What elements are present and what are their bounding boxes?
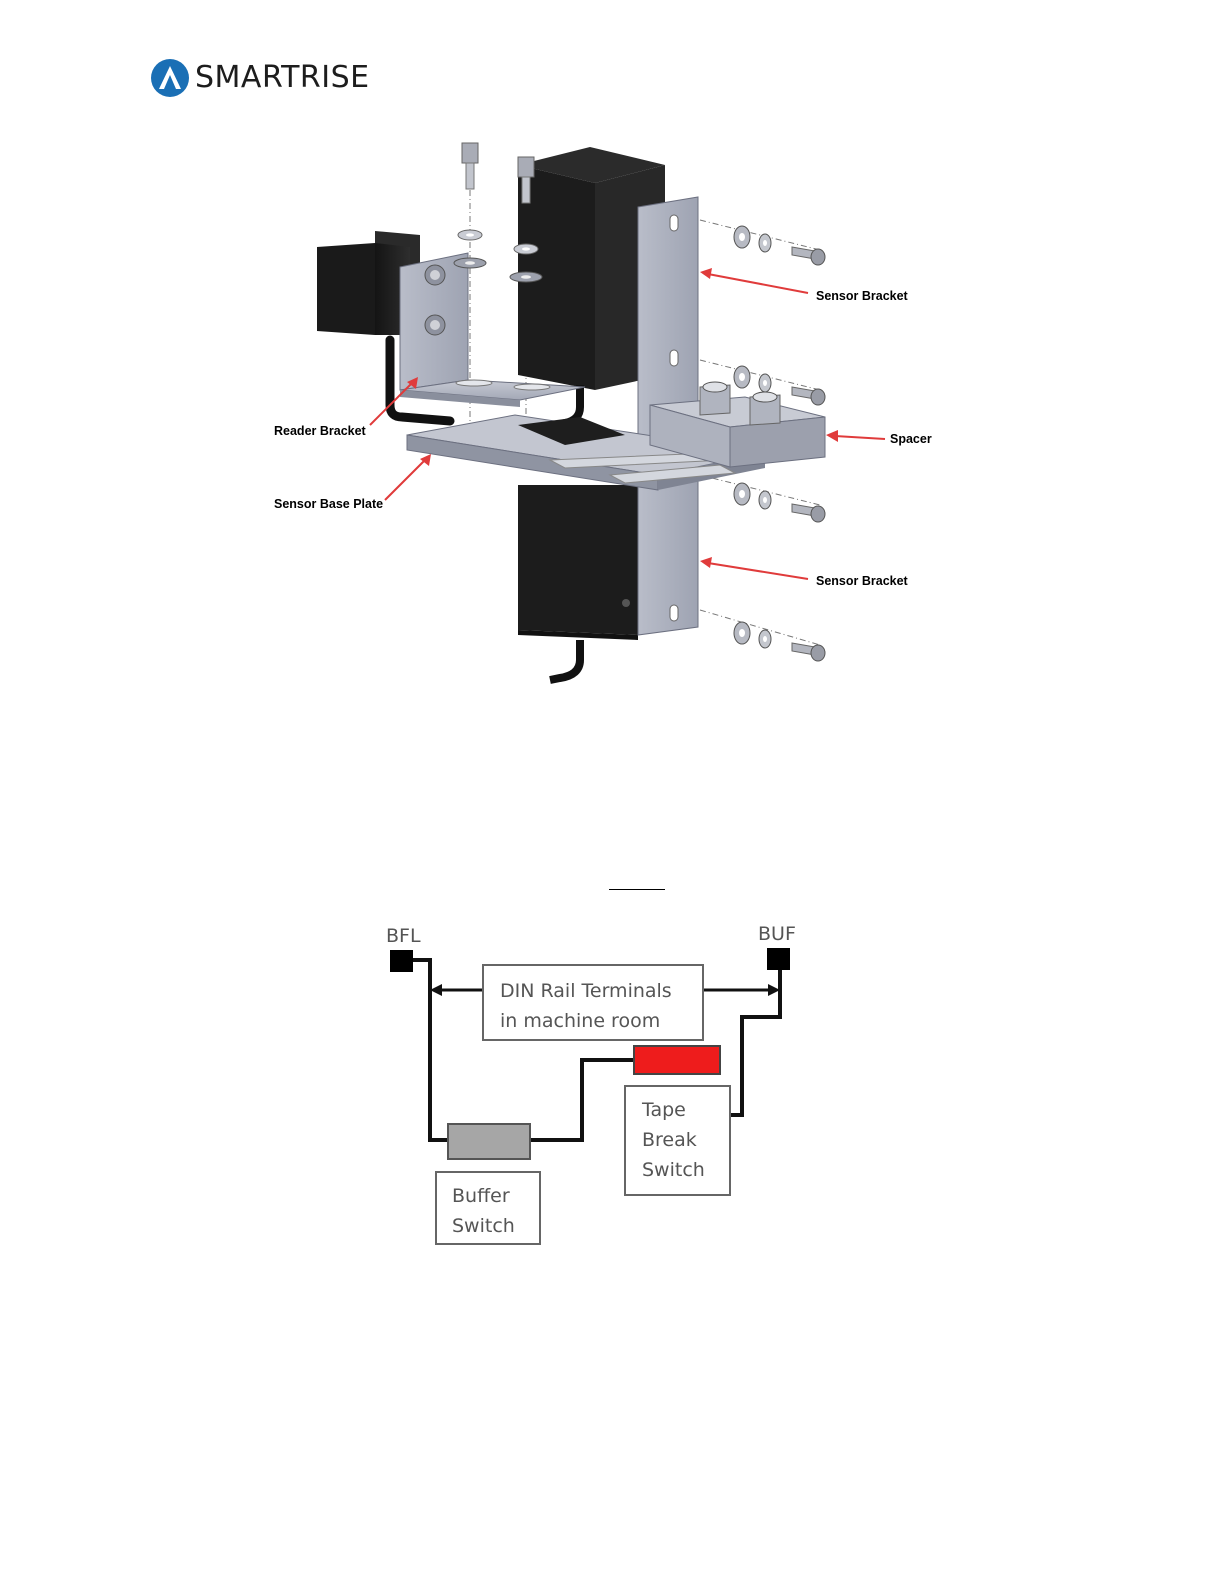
bfl-terminal	[390, 950, 413, 972]
tape-label-line1: Tape	[641, 1099, 686, 1121]
din-label-line1: DIN Rail Terminals	[500, 980, 672, 1002]
callout-sensor-bracket-bottom: Sensor Bracket	[816, 574, 908, 588]
underline-mark	[609, 889, 665, 890]
smartrise-a-icon	[150, 56, 190, 100]
callout-spacer: Spacer	[890, 432, 932, 446]
brand-name: SMARTRISE	[195, 60, 370, 95]
callout-sensor-bracket-top: Sensor Bracket	[816, 289, 908, 303]
callout-reader-bracket: Reader Bracket	[274, 424, 366, 438]
bfl-label: BFL	[386, 925, 421, 947]
callout-sensor-base-plate: Sensor Base Plate	[274, 497, 383, 511]
lower-sensor	[518, 485, 638, 680]
sensor-assembly-figure: Sensor Bracket Spacer Reader Bracket Sen…	[260, 135, 960, 695]
tape-label-line3: Switch	[642, 1159, 705, 1181]
din-label-line2: in machine room	[500, 1010, 660, 1032]
tape-label-line2: Break	[642, 1129, 697, 1151]
buf-terminal	[767, 948, 790, 970]
buffer-wiring-diagram: BFL BUF DIN Rail Terminals in machine ro…	[370, 915, 820, 1260]
buffer-label-line2: Switch	[452, 1215, 515, 1237]
buffer-label-line1: Buffer	[452, 1185, 510, 1207]
sensor-assembly-drawing	[260, 135, 960, 695]
wiring-diagram-svg: BFL BUF DIN Rail Terminals in machine ro…	[370, 915, 820, 1260]
smartrise-logo: SMARTRISE	[150, 56, 360, 100]
buffer-switch-symbol	[448, 1124, 530, 1159]
tape-break-switch-symbol	[634, 1046, 720, 1074]
buf-label: BUF	[758, 923, 796, 945]
